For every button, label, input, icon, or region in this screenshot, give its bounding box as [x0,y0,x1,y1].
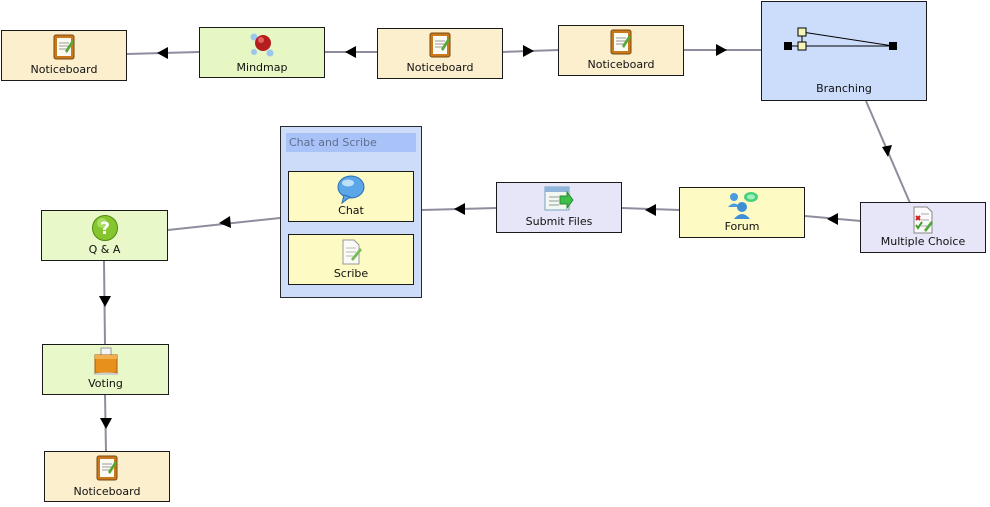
noticeboard-activity[interactable]: Noticeboard [558,25,684,76]
activity-label: Branching [816,82,872,95]
voting-activity[interactable]: Voting [42,344,169,395]
activity-label: Noticeboard [406,61,474,74]
arrowhead [100,418,112,429]
multiple-choice-activity[interactable]: Multiple Choice [860,202,986,253]
multiple-choice-icon [913,206,933,234]
arrowhead [827,213,838,225]
activity-label: Chat [338,204,364,217]
noticeboard-activity[interactable]: Noticeboard [44,451,170,502]
arrowhead [454,203,465,215]
arrowhead [157,47,168,59]
activity-label: Scribe [333,267,369,280]
arrowhead [882,145,892,157]
chat-icon [337,175,365,204]
scribe-icon [342,239,362,265]
activity-label: Noticeboard [73,485,141,498]
activity-label: Forum [724,220,760,233]
voting-icon [92,347,119,375]
question-icon: ? [91,215,118,241]
submit-files-activity[interactable]: Submit Files [496,182,622,233]
svg-text:?: ? [100,219,110,239]
arrowhead [99,296,111,307]
activity-label: Submit Files [525,215,593,228]
noticeboard-icon [96,455,118,481]
arrowhead [523,45,534,57]
branching-activity[interactable]: Branching [761,1,927,101]
group-title: Chat and Scribe [286,133,416,152]
chat-activity[interactable]: Chat [288,171,414,222]
noticeboard-icon [53,34,75,60]
activity-label: Voting [88,377,123,390]
activity-label: Q & A [88,243,121,256]
arrowhead [345,46,356,58]
activity-label: Noticeboard [30,63,98,76]
noticeboard-icon [610,29,632,55]
branching-icon [784,27,897,51]
activity-label: Noticeboard [587,58,655,71]
arrowhead [219,216,231,228]
scribe-activity[interactable]: Scribe [288,234,414,285]
forum-icon [728,192,758,219]
chat-and-scribe-group[interactable]: Chat and Scribe Chat Scribe [280,126,422,298]
arrowhead [645,204,656,216]
arrowhead [716,44,727,56]
submit-files-icon [544,186,574,211]
noticeboard-activity[interactable]: Noticeboard [1,30,127,81]
noticeboard-icon [429,32,451,58]
activity-label: Mindmap [236,61,288,74]
noticeboard-activity[interactable]: Noticeboard [377,28,503,79]
mindmap-icon [250,33,274,57]
forum-activity[interactable]: Forum [679,187,805,238]
mindmap-activity[interactable]: Mindmap [199,27,325,78]
activity-label: Multiple Choice [880,235,966,248]
qa-activity[interactable]: ? Q & A [41,210,168,261]
